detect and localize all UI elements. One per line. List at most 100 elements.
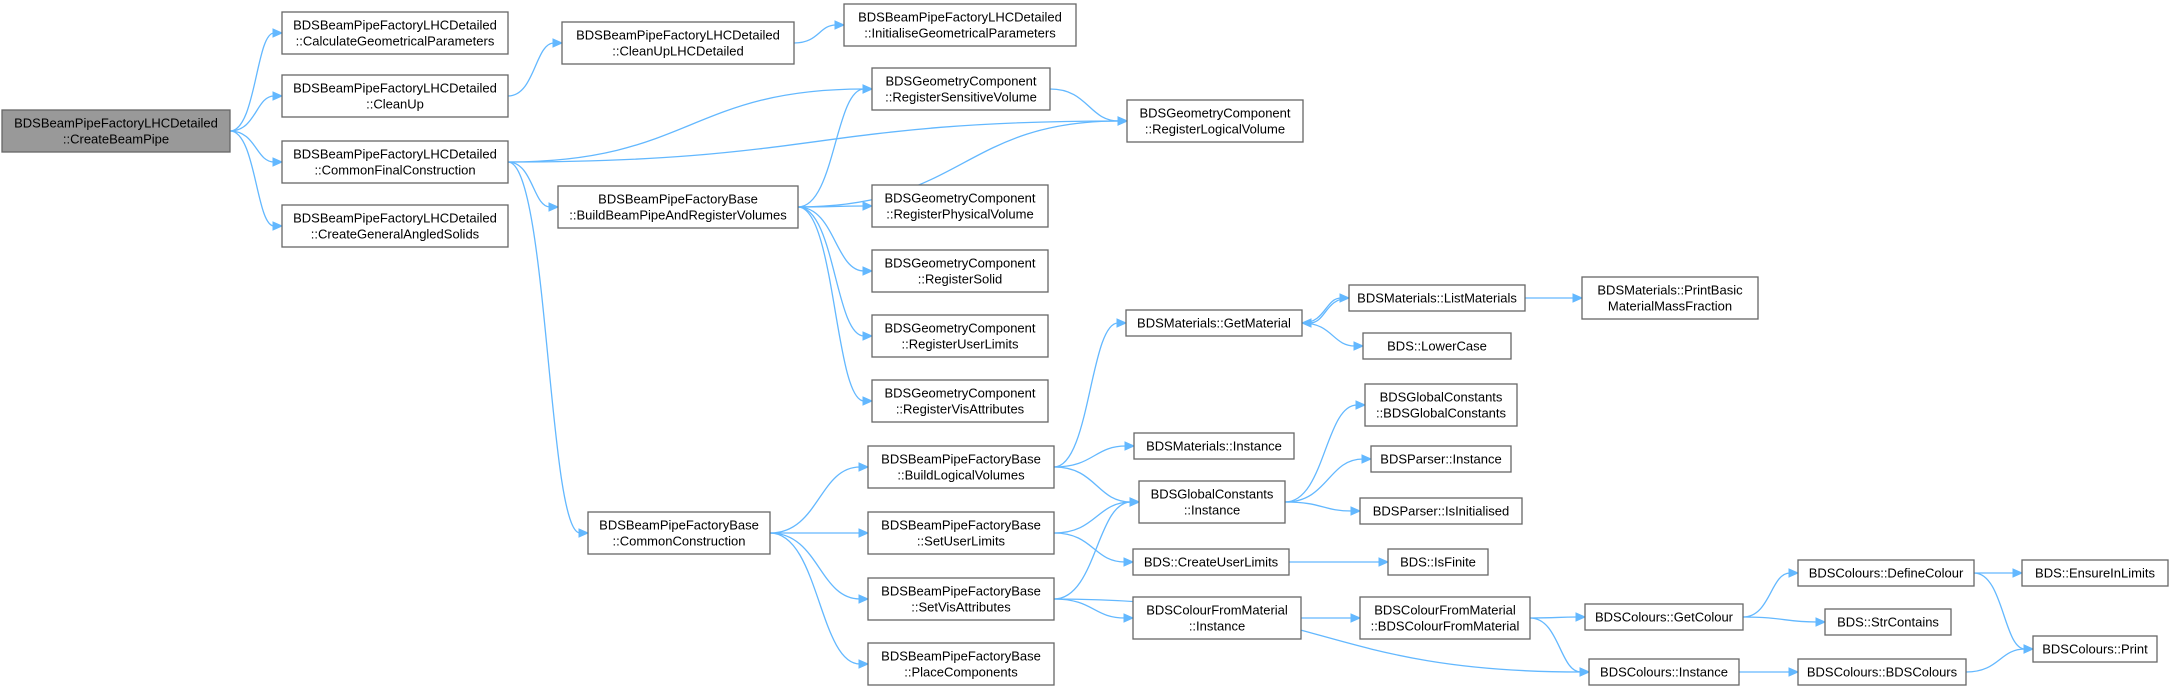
call-edge-gcInstance-to-parserInstance [1284,454,1373,503]
function-node-commonConstruction[interactable]: BDSBeamPipeFactoryBase::CommonConstructi… [587,511,771,555]
function-node-setVis[interactable]: BDSBeamPipeFactoryBase::SetVisAttributes [867,577,1055,621]
function-node-parserInstance[interactable]: BDSParser::Instance [1370,445,1512,473]
edge-line [797,206,865,337]
node-label-line: BDSColourFromMaterial [1374,603,1516,618]
call-edge-getColour-to-strContains [1742,616,1827,627]
call-edge-gcInstance-to-parserInit [1284,501,1362,516]
function-node-gcInstance[interactable]: BDSGlobalConstants::Instance [1138,480,1286,524]
function-node-parserInit[interactable]: BDSParser::IsInitialised [1359,497,1523,525]
node-label-line: ::BDSGlobalConstants [1376,406,1507,421]
call-edge-listMaterials-to-printBasic [1524,293,1584,303]
call-edge-cfmInstance-to-cfmCtor [1301,613,1362,623]
arrowhead-icon [858,462,870,472]
function-node-listMaterials[interactable]: BDSMaterials::ListMaterials [1348,284,1526,312]
function-node-gcCtor[interactable]: BDSGlobalConstants::BDSGlobalConstants [1364,383,1518,427]
function-node-getColour[interactable]: BDSColours::GetColour [1584,603,1744,631]
function-node-createUserLimits[interactable]: BDS::CreateUserLimits [1132,548,1290,576]
node-box [1132,548,1290,576]
arrowhead-icon [1123,613,1135,623]
node-label-line: BDS::CreateUserLimits [1144,555,1279,570]
function-node-lowerCase[interactable]: BDS::LowerCase [1362,332,1512,360]
function-node-cfmCtor[interactable]: BDSColourFromMaterial::BDSColourFromMate… [1359,596,1531,640]
node-box [1797,658,1967,686]
edge-line [797,206,865,402]
node-label-line: ::InitialiseGeometricalParameters [864,26,1056,41]
function-node-isFinite[interactable]: BDS::IsFinite [1387,548,1489,576]
function-node-regLogical[interactable]: BDSGeometryComponent::RegisterLogicalVol… [1126,99,1304,143]
node-box [281,74,509,118]
function-node-calcGeom[interactable]: BDSBeamPipeFactoryLHCDetailed::Calculate… [281,11,509,55]
node-label-line: BDSBeamPipeFactoryLHCDetailed [293,147,497,162]
node-box [1364,383,1518,427]
arrowhead-icon [1353,341,1365,351]
function-node-printBasic[interactable]: BDSMaterials::PrintBasicMaterialMassFrac… [1581,276,1759,320]
function-node-getMaterial[interactable]: BDSMaterials::GetMaterial [1125,309,1303,337]
function-node-matInstance[interactable]: BDSMaterials::Instance [1133,432,1295,460]
function-node-strContains[interactable]: BDS::StrContains [1824,608,1952,636]
function-node-cleanUpLHC[interactable]: BDSBeamPipeFactoryLHCDetailed::CleanUpLH… [561,21,795,65]
node-label-line: BDSGlobalConstants [1380,390,1503,405]
arrowhead-icon [2012,568,2024,578]
edge-line [769,532,861,665]
node-label-line: ::Instance [1184,503,1240,518]
edge-line [769,532,861,600]
function-node-cleanUp[interactable]: BDSBeamPipeFactoryLHCDetailed::CleanUp [281,74,509,118]
arrowhead-icon [1378,557,1390,567]
node-label-line: BDSBeamPipeFactoryBase [599,518,759,533]
function-node-regPhysical[interactable]: BDSGeometryComponent::RegisterPhysicalVo… [871,184,1049,228]
node-label-line: ::BuildBeamPipeAndRegisterVolumes [569,208,787,223]
function-node-setUserLimits[interactable]: BDSBeamPipeFactoryBase::SetUserLimits [867,511,1055,555]
node-label-line: ::Instance [1189,619,1245,634]
call-edge-commonConstruction-to-setVis [769,532,870,604]
node-label-line: BDSBeamPipeFactoryLHCDetailed [576,28,780,43]
function-node-ensureInLimits[interactable]: BDS::EnsureInLimits [2021,559,2169,587]
call-edge-buildLogical-to-gcInstance [1053,466,1141,507]
node-box [1348,284,1526,312]
call-edge-buildLogical-to-getMaterial [1053,318,1128,468]
edge-line [1284,458,1364,503]
function-nodes: BDSBeamPipeFactoryLHCDetailed::CreateBea… [1,3,2169,686]
edge-line [507,42,555,97]
node-box [1588,658,1740,686]
edge-line [1742,616,1818,623]
node-label-line: BDSParser::Instance [1380,452,1501,467]
node-label-line: MaterialMassFraction [1608,299,1732,314]
arrowhead-icon [858,528,870,538]
function-node-placeComponents[interactable]: BDSBeamPipeFactoryBase::PlaceComponents [867,642,1055,686]
function-node-initGeom[interactable]: BDSBeamPipeFactoryLHCDetailed::Initialis… [843,3,1077,47]
arrowhead-icon [1350,506,1362,516]
function-node-cfmInstance[interactable]: BDSColourFromMaterial::Instance [1132,596,1302,640]
arrowhead-icon [578,528,590,538]
edge-line [1053,532,1126,563]
function-node-root[interactable]: BDSBeamPipeFactoryLHCDetailed::CreateBea… [1,109,231,153]
node-box [867,642,1055,686]
node-label-line: BDSMaterials::GetMaterial [1137,316,1291,331]
function-node-regVis[interactable]: BDSGeometryComponent::RegisterVisAttribu… [871,379,1049,423]
function-node-regSolid[interactable]: BDSGeometryComponent::RegisterSolid [871,249,1049,293]
node-label-line: ::BuildLogicalVolumes [897,468,1025,483]
node-box [1797,559,1975,587]
call-edge-setUserLimits-to-createUserLimits [1053,532,1135,567]
function-node-coloursInstance[interactable]: BDSColours::Instance [1588,658,1740,686]
node-label-line: BDSGeometryComponent [884,386,1035,401]
call-edge-coloursCtor-to-coloursPrint [1965,644,2035,673]
node-label-line: BDSColours::DefineColour [1809,566,1964,581]
function-node-coloursPrint[interactable]: BDSColours::Print [2032,635,2158,663]
function-node-regSensitive[interactable]: BDSGeometryComponent::RegisterSensitiveV… [871,67,1051,111]
call-edge-commonConstruction-to-setUserLimits [770,528,870,538]
call-edge-root-to-createAngled [229,130,284,231]
function-node-regUserLimits[interactable]: BDSGeometryComponent::RegisterUserLimits [871,314,1049,358]
function-node-buildLogical[interactable]: BDSBeamPipeFactoryBase::BuildLogicalVolu… [867,445,1055,489]
function-node-createAngled[interactable]: BDSBeamPipeFactoryLHCDetailed::CreateGen… [281,204,509,248]
function-node-defineColour[interactable]: BDSColours::DefineColour [1797,559,1975,587]
node-box [1581,276,1759,320]
function-node-commonFinal[interactable]: BDSBeamPipeFactoryLHCDetailed::CommonFin… [281,140,509,184]
call-edge-commonFinal-to-buildRegister [507,161,560,212]
edge-line [1973,572,2026,650]
arrowhead-icon [272,91,284,101]
node-box [871,249,1049,293]
call-edge-createUserLimits-to-isFinite [1289,557,1390,567]
function-node-buildRegister[interactable]: BDSBeamPipeFactoryBase::BuildBeamPipeAnd… [557,185,799,229]
node-label-line: ::RegisterVisAttributes [896,402,1025,417]
function-node-coloursCtor[interactable]: BDSColours::BDSColours [1797,658,1967,686]
